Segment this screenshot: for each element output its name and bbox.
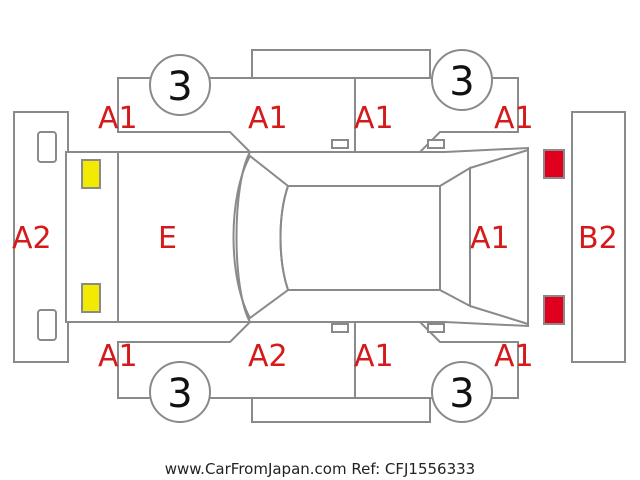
code-front-bumper: A2 [12, 221, 52, 256]
code-bottom-middle-left: A2 [248, 339, 288, 374]
front-bumper [13, 111, 69, 363]
code-bottom-front-left: A1 [98, 339, 138, 374]
tire-front-top: 3 [149, 54, 211, 116]
rear-bumper [571, 111, 626, 363]
car-body-top-view [65, 146, 529, 328]
code-top-front-left: A1 [98, 101, 138, 136]
front-light-top [81, 159, 101, 189]
tire-number: 3 [167, 371, 192, 417]
tire-number: 3 [167, 64, 192, 110]
tire-rear-top: 3 [431, 49, 493, 111]
code-bottom-rear-right: A1 [494, 339, 534, 374]
tire-number: 3 [449, 59, 474, 105]
front-light-bottom [81, 283, 101, 313]
tire-front-bottom: 3 [149, 361, 211, 423]
code-bottom-middle-right: A1 [354, 339, 394, 374]
code-top-middle-left: A1 [248, 101, 288, 136]
watermark-text: www.CarFromJapan.com Ref: CFJ1556333 [165, 460, 475, 478]
code-hood: E [158, 221, 177, 256]
rear-light-top [543, 149, 565, 179]
tire-rear-bottom: 3 [431, 361, 493, 423]
top-side-panel [117, 49, 519, 153]
code-rear-bumper: B2 [578, 221, 618, 256]
code-top-rear-right: A1 [494, 101, 534, 136]
tire-number: 3 [449, 371, 474, 417]
code-top-middle-right: A1 [354, 101, 394, 136]
bottom-side-panel [117, 321, 519, 423]
rear-light-bottom [543, 295, 565, 325]
code-rear-glass: A1 [470, 221, 510, 256]
